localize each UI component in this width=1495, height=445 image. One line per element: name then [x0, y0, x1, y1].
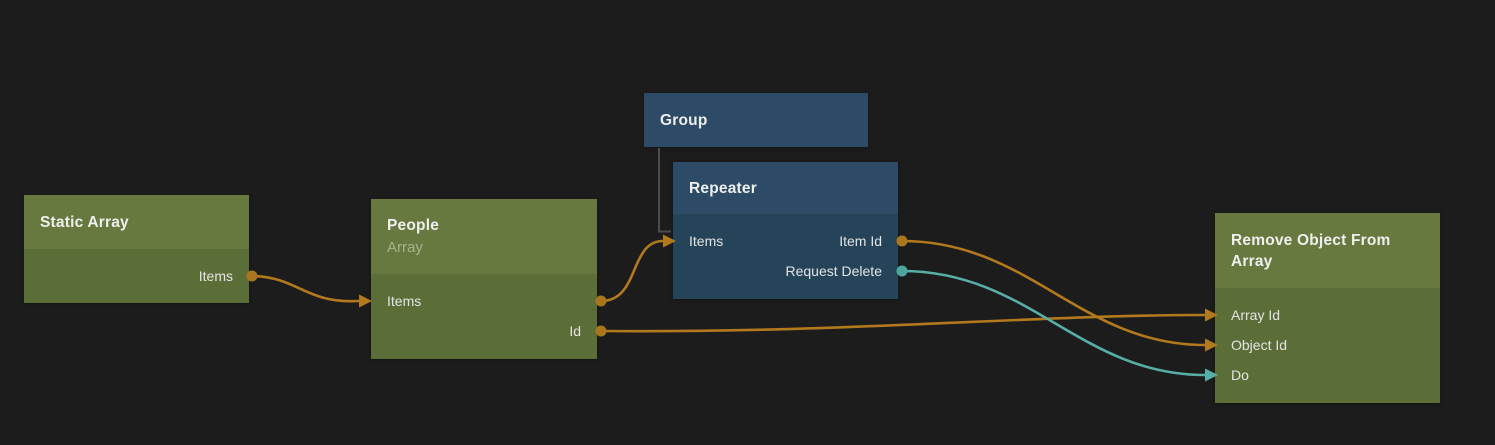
port-label: Id [569, 323, 581, 339]
node-people[interactable]: People Array Items Id [371, 199, 597, 359]
wire-people-id-to-remove-array-id[interactable] [599, 313, 1207, 333]
port-repeater-item-id-output[interactable]: Item Id [839, 233, 882, 249]
port-label: Object Id [1231, 337, 1288, 353]
port-remove-array-id-input[interactable]: Array Id [1215, 300, 1440, 330]
node-remove-object-from-array[interactable]: Remove Object From Array Array Id Object… [1215, 213, 1440, 403]
port-row: Items Item Id [673, 226, 898, 256]
port-remove-object-id-input[interactable]: Object Id [1215, 330, 1440, 360]
node-body: Array Id Object Id Do [1215, 288, 1440, 403]
node-header: Group [644, 93, 868, 147]
node-header: Remove Object From Array [1215, 213, 1440, 288]
port-people-items[interactable]: Items [371, 286, 597, 316]
port-label: Array Id [1231, 307, 1281, 323]
wire-repeater-item-id-to-remove-object-id[interactable] [900, 239, 1207, 347]
group-child-connector [658, 148, 671, 233]
node-subtitle: Array [387, 239, 423, 256]
node-body: Items [24, 249, 249, 303]
node-title: Group [660, 111, 708, 129]
node-body: Items Id [371, 274, 597, 359]
node-body: Items Item Id Request Delete [673, 214, 898, 299]
node-title: People [387, 217, 440, 234]
port-people-id-output[interactable]: Id [371, 316, 597, 346]
output-dot-people-items[interactable] [595, 295, 607, 307]
port-repeater-items-input[interactable]: Items [689, 233, 724, 249]
output-dot-people-id[interactable] [595, 325, 607, 337]
wire-static-array-items-to-people-items[interactable] [251, 274, 361, 303]
port-label: Items [387, 293, 422, 309]
port-repeater-request-delete-output[interactable]: Request Delete [673, 256, 898, 286]
node-title: Static Array [40, 213, 129, 231]
port-label: Request Delete [785, 263, 882, 279]
output-dot-repeater-item-id[interactable] [896, 235, 908, 247]
node-header: Static Array [24, 195, 249, 249]
output-dot-repeater-request-delete[interactable] [896, 265, 908, 277]
node-header: Repeater [673, 162, 898, 214]
port-label: Items [198, 268, 233, 284]
wire-repeater-request-delete-to-remove-do[interactable] [900, 269, 1207, 377]
node-group[interactable]: Group [644, 93, 868, 147]
node-title: Remove Object From Array [1231, 231, 1391, 270]
wire-people-items-to-repeater-items[interactable] [599, 239, 665, 303]
node-title: Repeater [689, 179, 757, 197]
port-label: Do [1231, 367, 1249, 383]
port-static-array-items-output[interactable]: Items [24, 261, 249, 291]
node-static-array[interactable]: Static Array Items [24, 195, 249, 303]
port-remove-do-input[interactable]: Do [1215, 360, 1440, 390]
node-repeater[interactable]: Repeater Items Item Id Request Delete [673, 162, 898, 299]
node-header: People Array [371, 199, 597, 274]
